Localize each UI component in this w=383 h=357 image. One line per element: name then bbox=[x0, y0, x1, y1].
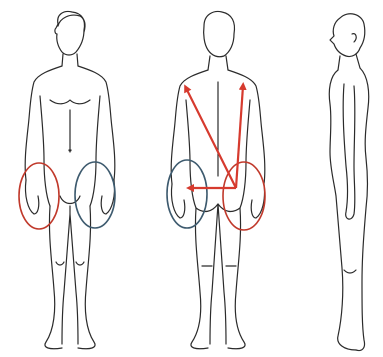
side-figure bbox=[329, 14, 368, 351]
back-blue-marker bbox=[167, 160, 207, 228]
side-arm bbox=[343, 84, 355, 219]
side-ear bbox=[352, 34, 356, 42]
back-figure bbox=[171, 12, 265, 349]
front-navel bbox=[69, 110, 71, 152]
side-front-outline bbox=[329, 70, 356, 350]
front-hair bbox=[58, 15, 85, 32]
front-neck bbox=[62, 54, 78, 66]
front-red-marker bbox=[19, 163, 59, 229]
back-left-hand bbox=[171, 184, 184, 218]
front-blue-marker bbox=[75, 162, 115, 228]
front-knees bbox=[56, 262, 84, 265]
arrow-up-left bbox=[186, 88, 236, 188]
front-left-hand bbox=[25, 180, 38, 214]
back-legs bbox=[191, 204, 245, 349]
back-head bbox=[204, 12, 235, 57]
side-head bbox=[330, 14, 365, 57]
side-back-outline bbox=[356, 68, 369, 351]
front-chest bbox=[50, 100, 90, 104]
side-knee bbox=[344, 270, 356, 273]
back-neck bbox=[208, 56, 228, 70]
front-figure bbox=[25, 12, 115, 349]
front-legs bbox=[45, 206, 95, 349]
front-head bbox=[55, 12, 85, 56]
arrow-up bbox=[236, 86, 243, 188]
